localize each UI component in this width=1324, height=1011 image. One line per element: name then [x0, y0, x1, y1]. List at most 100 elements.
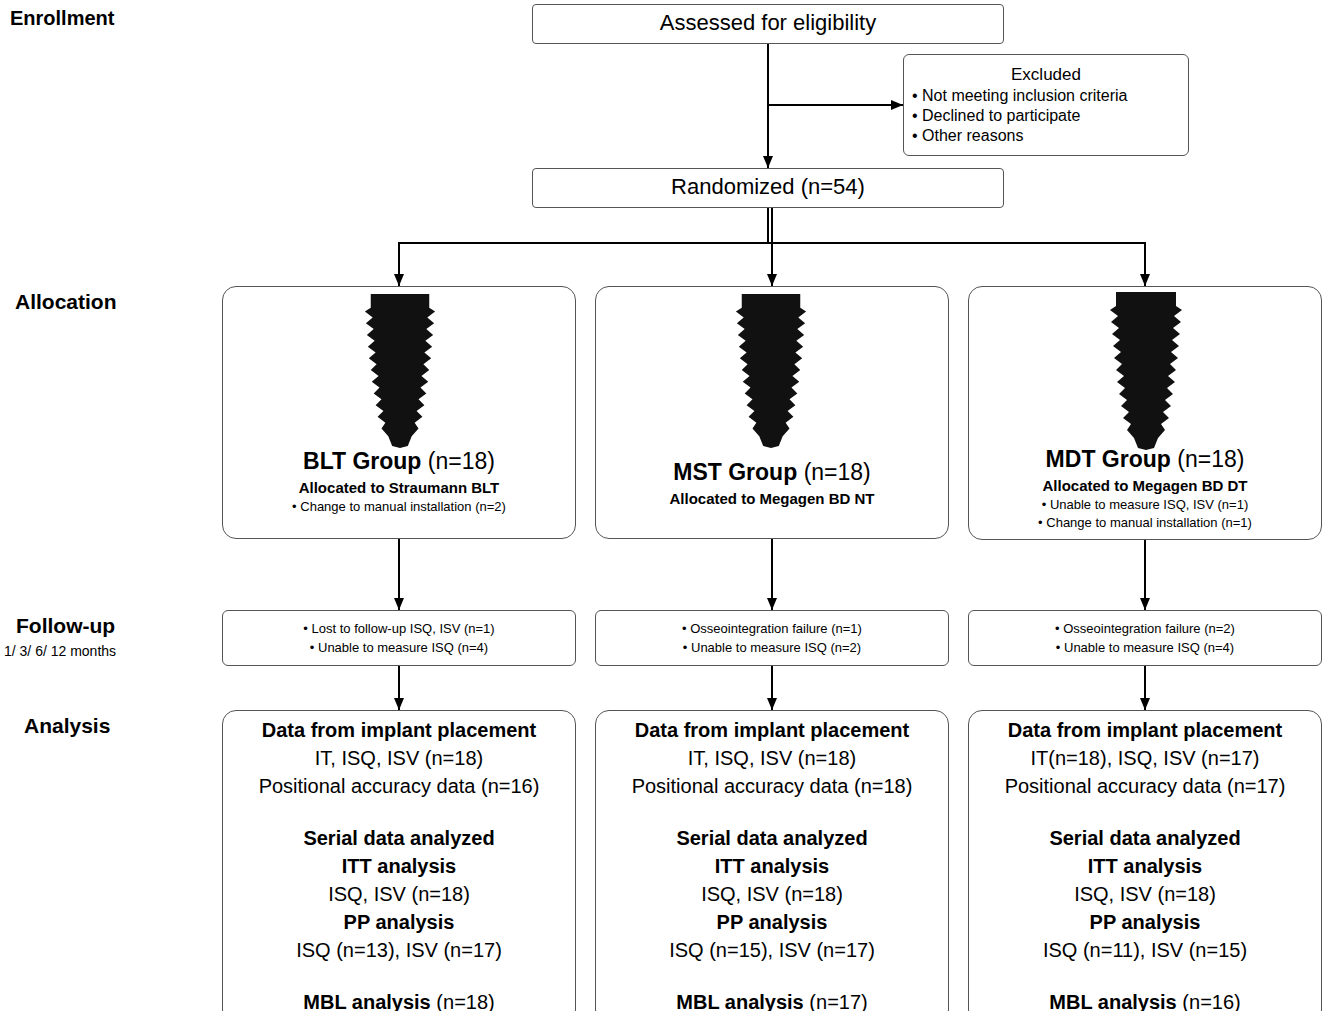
text-row: Data from implant placement: [231, 717, 567, 745]
text-row: ITT analysis: [977, 853, 1313, 881]
body-text: • Unable to measure ISQ (n=4): [310, 640, 488, 655]
text-row: Allocated to Megagen BD DT: [977, 476, 1313, 495]
body-text: Randomized (n=54): [671, 174, 865, 199]
implant-image: [736, 294, 806, 448]
body-text: (n=18): [804, 459, 871, 485]
text-row: ITT analysis: [231, 853, 567, 881]
body-text: ISQ, ISV (n=18): [328, 883, 470, 905]
flow-arrow: [398, 666, 400, 710]
body-text: • Osseointegration failure (n=2): [1055, 621, 1235, 636]
text-row: IT, ISQ, ISV (n=18): [231, 745, 567, 773]
flow-arrow: [771, 666, 773, 710]
text-row: MBL analysis(n=16): [977, 989, 1313, 1011]
text-row: MBL analysis(n=17): [604, 989, 940, 1011]
text-row: MDT Group(n=18): [977, 445, 1313, 476]
text-row: ISQ (n=13), ISV (n=17): [231, 937, 567, 965]
text-row: Data from implant placement: [604, 717, 940, 745]
text-row: Data from implant placement: [977, 717, 1313, 745]
text-row: PP analysis: [604, 909, 940, 937]
body-text: • Change to manual installation (n=1): [1038, 515, 1252, 530]
body-text: • Unable to measure ISQ (n=4): [1056, 640, 1234, 655]
body-text: Positional accuracy data (n=17): [1005, 775, 1286, 797]
heading-text: MBL analysis: [676, 991, 803, 1011]
implant-image: [365, 294, 435, 448]
text-row: • Declined to participate: [912, 106, 1180, 126]
body-text: (n=18): [1177, 446, 1244, 472]
text-row: Positional accuracy data (n=17): [977, 773, 1313, 801]
body-text: ISQ (n=15), ISV (n=17): [669, 939, 875, 961]
analysis-box: Data from implant placementIT(n=18), ISQ…: [968, 710, 1322, 1011]
group-box: BLT Group(n=18)Allocated to Straumann BL…: [222, 286, 576, 539]
text-row: Serial data analyzed: [604, 825, 940, 853]
body-text: Positional accuracy data (n=16): [259, 775, 540, 797]
implant-image: [1110, 292, 1182, 450]
text-row: • Change to manual installation (n=2): [231, 497, 567, 515]
process-box: Assessed for eligibility: [532, 4, 1004, 44]
body-text: • Declined to participate: [912, 107, 1080, 124]
text-row: Excluded: [912, 64, 1180, 86]
text-row: ISQ, ISV (n=18): [231, 881, 567, 909]
text-row: Assessed for eligibility: [543, 9, 993, 39]
text-row: Positional accuracy data (n=18): [604, 773, 940, 801]
process-box: • Osseointegration failure (n=2) • Unable…: [968, 610, 1322, 666]
body-text: ISQ (n=13), ISV (n=17): [296, 939, 502, 961]
text-row: PP analysis: [231, 909, 567, 937]
stage-label: Analysis: [24, 714, 110, 738]
text-row: ISQ (n=15), ISV (n=17): [604, 937, 940, 965]
analysis-box: Data from implant placementIT, ISQ, ISV …: [595, 710, 949, 1011]
heading-text: Excluded: [1011, 65, 1081, 84]
flow-arrow: [1144, 666, 1146, 710]
text-row: ISQ, ISV (n=18): [977, 881, 1313, 909]
stage-label: Enrollment: [10, 7, 114, 30]
body-text: IT, ISQ, ISV (n=18): [688, 747, 856, 769]
body-text: Assessed for eligibility: [660, 10, 876, 35]
stage-label: Follow-up: [16, 614, 115, 638]
text-row: MST Group (n=18): [604, 458, 940, 489]
text-row: • Not meeting inclusion criteria: [912, 86, 1180, 106]
process-box: Randomized (n=54): [532, 168, 1004, 208]
text-row: IT, ISQ, ISV (n=18): [604, 745, 940, 773]
flow-arrow: [771, 208, 773, 286]
text-row: • Other reasons: [912, 126, 1180, 146]
text-row: • Osseointegration failure (n=1): [604, 619, 940, 638]
body-text: (n=18): [436, 991, 494, 1011]
body-text: (n=16): [1182, 991, 1240, 1011]
body-text: (n=18): [428, 448, 495, 474]
heading-text: PP analysis: [344, 911, 455, 933]
process-box: • Osseointegration failure (n=1) • Unable…: [595, 610, 949, 666]
heading-text: PP analysis: [1090, 911, 1201, 933]
text-row: PP analysis: [977, 909, 1313, 937]
stage-label: Allocation: [15, 290, 117, 314]
body-text: • Lost to follow-up ISQ, ISV (n=1): [303, 621, 494, 636]
heading-text: Data from implant placement: [1008, 719, 1283, 741]
text-row: Randomized (n=54): [543, 173, 993, 203]
text-row: Serial data analyzed: [977, 825, 1313, 853]
flow-arrow: [398, 539, 400, 610]
stage-note: 1/ 3/ 6/ 12 months: [4, 643, 116, 659]
analysis-box: Data from implant placementIT, ISQ, ISV …: [222, 710, 576, 1011]
text-row: Allocated to Megagen BD NT: [604, 489, 940, 508]
group-box: MDT Group(n=18)Allocated to Megagen BD D…: [968, 286, 1322, 540]
heading-text: Serial data analyzed: [676, 827, 867, 849]
flow-arrow: [771, 539, 773, 610]
group-box: MST Group (n=18) Allocated to Megagen BD N…: [595, 286, 949, 539]
body-text: ISQ, ISV (n=18): [701, 883, 843, 905]
text-row: ITT analysis: [604, 853, 940, 881]
body-text: Allocated to Megagen BD NT: [669, 490, 874, 507]
heading-text: Data from implant placement: [635, 719, 910, 741]
text-row: • Unable to measure ISQ, ISV (n=1): [977, 495, 1313, 513]
body-text: • Osseointegration failure (n=1): [682, 621, 862, 636]
body-text: • Unable to measure ISQ (n=2): [683, 640, 861, 655]
body-text: • Not meeting inclusion criteria: [912, 87, 1127, 104]
flow-arrow: [768, 208, 1145, 286]
body-text: • Unable to measure ISQ, ISV (n=1): [1042, 497, 1249, 512]
body-text: • Change to manual installation (n=2): [292, 499, 506, 514]
flow-arrow: [399, 208, 768, 286]
body-text: Allocated to Straumann BLT: [299, 479, 500, 496]
heading-text: ITT analysis: [715, 855, 830, 877]
process-box: • Lost to follow-up ISQ, ISV (n=1) • Unab…: [222, 610, 576, 666]
body-text: ISQ (n=11), ISV (n=15): [1043, 939, 1247, 961]
heading-text: MST Group: [673, 459, 797, 485]
text-row: Allocated to Straumann BLT: [231, 478, 567, 497]
